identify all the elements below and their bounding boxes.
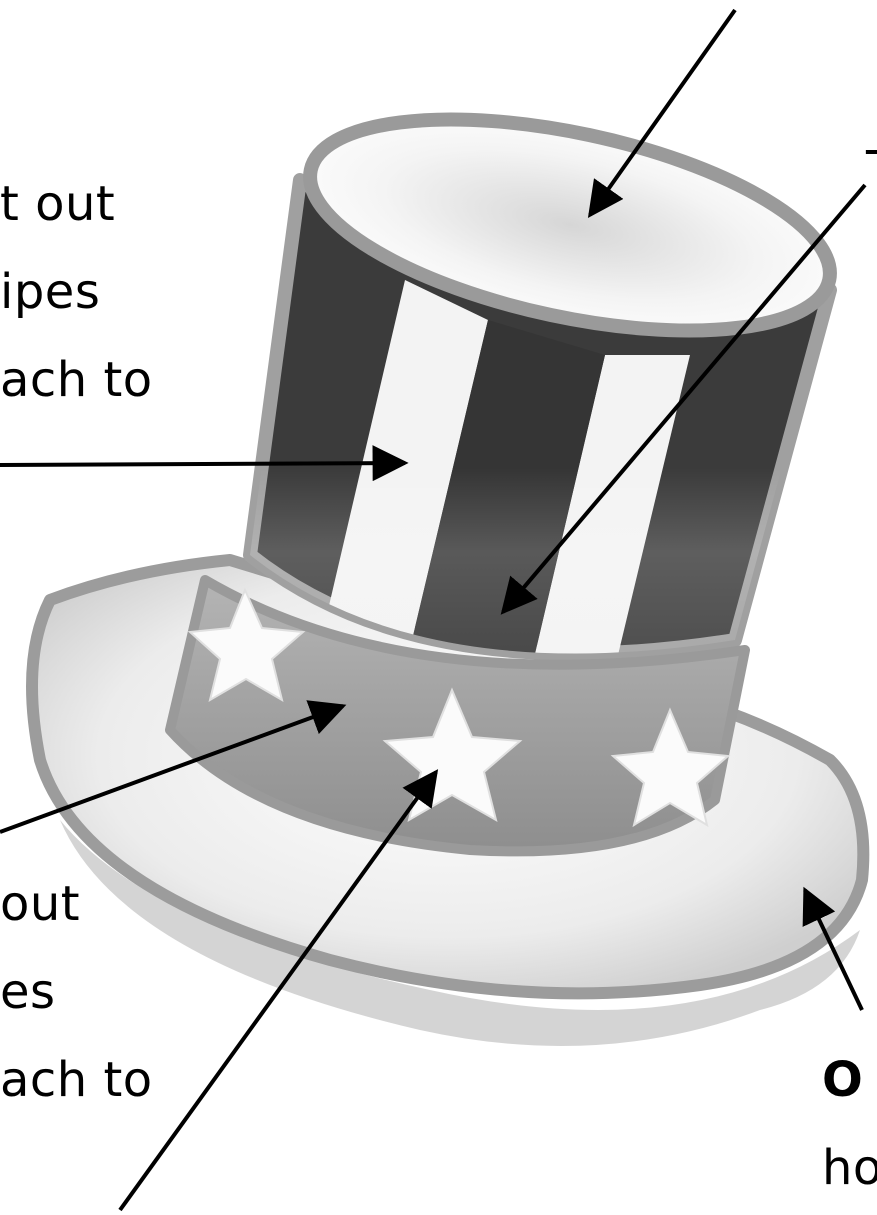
arrow-to-white-stripe [0,463,405,465]
stripes-label-line2: ipes [0,268,100,316]
stripes-label-line1: t out [0,180,115,228]
stars-label-line3: ach to [0,1056,153,1104]
stars-label-line2: es [0,968,56,1016]
top-right-label-fragment: T [866,145,877,193]
brim-label-line2: ho [822,1144,877,1192]
brim-label-line1: O [822,1056,863,1104]
stars-label-line1: out [0,880,80,928]
stripes-label-line3: ach to [0,356,153,404]
brim-label-bold: O [822,1052,863,1108]
